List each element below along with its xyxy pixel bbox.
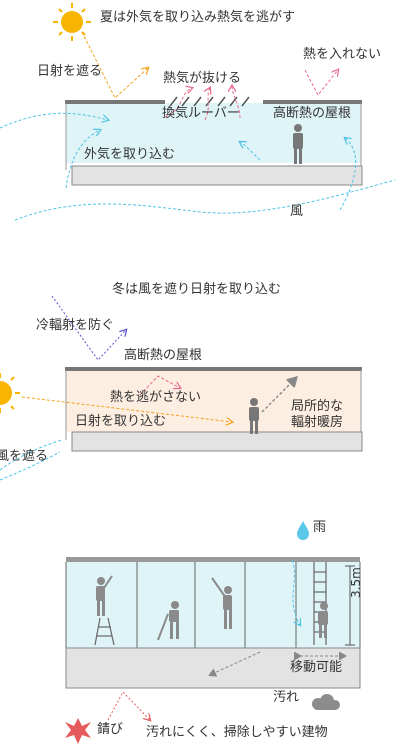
label-sun-shade: 日射を遮る	[37, 64, 103, 79]
summer-glass	[66, 103, 361, 163]
person-icon-winter	[249, 398, 259, 434]
label-dirt: 汚れ	[273, 690, 300, 705]
label-height: 3.5m	[349, 567, 363, 598]
winter-title: 冬は風を遮り日射を取り込む	[112, 282, 282, 297]
label-summer-roof: 高断熱の屋根	[273, 106, 352, 121]
label-sun-in: 日射を取り込む	[75, 414, 167, 429]
winter-floor	[71, 431, 363, 452]
label-movable: 移動可能	[290, 660, 343, 675]
sun-icon	[53, 3, 91, 41]
rain-drop-icon	[297, 521, 309, 540]
winter-warm-area	[66, 370, 361, 432]
louver	[169, 96, 250, 107]
summer-title: 夏は外気を取り込み熱気を逃がす	[100, 10, 296, 25]
label-keep-heat: 熱を逃がさない	[110, 390, 202, 405]
person-icon	[293, 124, 303, 164]
heat-escape-arrows	[164, 70, 338, 121]
label-wind-block: 風を遮る	[0, 449, 49, 464]
wind-block-arrows	[0, 439, 63, 481]
label-local-heat-1: 局所的な	[291, 399, 344, 414]
keep-heat-arrows	[139, 375, 180, 396]
label-cold-rad: 冷輻射を防ぐ	[36, 318, 115, 333]
label-rain: 雨	[313, 520, 327, 535]
label-no-heat-in: 熱を入れない	[303, 47, 382, 62]
rust-arrow	[107, 691, 150, 720]
label-louver: 換気ルーバー	[162, 106, 240, 121]
label-wind: 風	[290, 204, 304, 219]
maintenance-roof	[66, 557, 360, 562]
summer-floor	[71, 165, 363, 186]
winter-sun-icon	[0, 373, 20, 413]
caption: 汚れにくく、掃除しやすい建物	[146, 725, 328, 740]
label-winter-roof: 高断熱の屋根	[124, 348, 203, 363]
dirt-cloud-icon	[312, 694, 340, 710]
small-ladder-icon	[94, 617, 115, 646]
radiant-heat-arrow	[261, 378, 296, 413]
label-heat-escape: 熱気が抜ける	[163, 71, 242, 86]
rain-path	[291, 559, 300, 625]
winter-sun-ray	[21, 396, 232, 422]
height-dimension	[345, 565, 355, 646]
wind-arrows	[0, 112, 396, 221]
label-outside-air: 外気を取り込む	[84, 147, 176, 162]
rust-star-icon	[65, 718, 91, 744]
maintenance-glass	[66, 562, 360, 648]
label-rust: 錆び	[97, 722, 124, 737]
dirt-arrow	[210, 651, 261, 675]
cleaner-icons	[96, 575, 328, 641]
label-local-heat-2: 輻射暖房	[291, 415, 344, 430]
